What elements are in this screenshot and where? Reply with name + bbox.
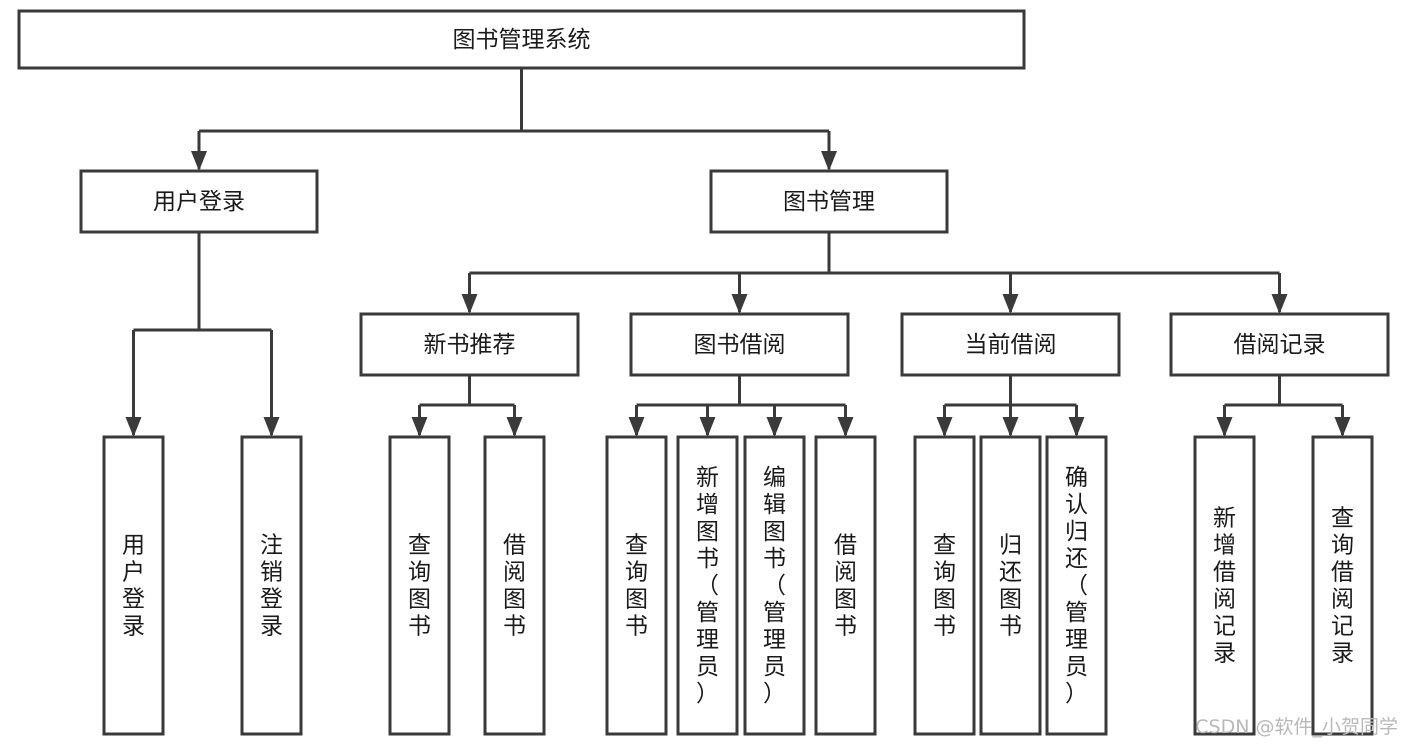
- node-label: 注销登录: [260, 533, 283, 640]
- root-node-book-management-system[interactable]: 图书管理系统: [17, 9, 1026, 70]
- node-label: 图书管理: [783, 189, 875, 215]
- node-box[interactable]: [1045, 435, 1108, 736]
- node-label: 新书推荐: [424, 332, 516, 358]
- node-label: 当前借阅: [965, 332, 1057, 358]
- node-label: 新增图书（管理员）: [696, 465, 719, 707]
- arrow-head-icon: [1334, 417, 1351, 437]
- level2-node[interactable]: 图书管理: [709, 169, 949, 234]
- node-label: 图书借阅: [694, 332, 786, 358]
- arrow-head-icon: [125, 417, 142, 437]
- leaf-node[interactable]: 查询图书: [388, 435, 451, 736]
- csdn-watermark: CSDN @软件_小贺同学: [1195, 716, 1398, 738]
- arrow-head-icon: [731, 294, 748, 314]
- leaf-node[interactable]: 注销登录: [240, 435, 303, 736]
- leaf-node[interactable]: 借阅图书: [483, 435, 546, 736]
- node-box[interactable]: [979, 435, 1042, 736]
- leaf-node[interactable]: 查询借阅记录: [1311, 435, 1374, 736]
- arrow-head-icon: [1068, 417, 1085, 437]
- node-box[interactable]: [1311, 435, 1374, 736]
- leaf-node[interactable]: 查询图书: [605, 435, 668, 736]
- node-box[interactable]: [629, 312, 850, 377]
- arrow-head-icon: [699, 417, 716, 437]
- arrow-head-icon: [936, 417, 953, 437]
- level2-node[interactable]: 用户登录: [79, 169, 319, 234]
- level3-node[interactable]: 借阅记录: [1169, 312, 1390, 377]
- arrow-head-icon: [1271, 294, 1288, 314]
- node-box[interactable]: [79, 169, 319, 234]
- node-box[interactable]: [900, 312, 1121, 377]
- arrow-head-icon: [628, 417, 645, 437]
- leaf-node[interactable]: 查询图书: [913, 435, 976, 736]
- node-label: 确认归还（管理员）: [1065, 465, 1088, 707]
- node-label: 借阅记录: [1234, 332, 1326, 358]
- node-box[interactable]: [676, 435, 739, 736]
- arrow-head-icon: [411, 417, 428, 437]
- node-label: 查询图书: [625, 533, 648, 640]
- arrow-head-icon: [461, 294, 478, 314]
- arrow-head-icon: [506, 417, 523, 437]
- node-label: 归还图书: [999, 533, 1022, 640]
- arrow-head-icon: [1002, 417, 1019, 437]
- arrow-head-icon: [263, 417, 280, 437]
- diagram-nodes: 图书管理系统用户登录图书管理新书推荐图书借阅当前借阅借阅记录用户登录注销登录查询…: [17, 9, 1390, 736]
- node-box[interactable]: [814, 435, 877, 736]
- arrow-head-icon: [837, 417, 854, 437]
- arrow-head-icon: [821, 151, 837, 171]
- node-box[interactable]: [605, 435, 668, 736]
- arrow-head-icon: [766, 417, 783, 437]
- arrow-head-icon: [1216, 417, 1233, 437]
- node-box[interactable]: [102, 435, 165, 736]
- leaf-node[interactable]: 新增借阅记录: [1193, 435, 1256, 736]
- node-label: 查询借阅记录: [1331, 506, 1354, 667]
- leaf-node[interactable]: 用户登录: [102, 435, 165, 736]
- leaf-node[interactable]: 确认归还（管理员）: [1045, 435, 1108, 736]
- arrow-head-icon: [191, 151, 207, 171]
- node-box[interactable]: [483, 435, 546, 736]
- node-box[interactable]: [1169, 312, 1390, 377]
- node-label: 借阅图书: [503, 533, 526, 640]
- node-box[interactable]: [913, 435, 976, 736]
- arrow-head-icon: [1002, 294, 1019, 314]
- node-label: 用户登录: [153, 189, 245, 215]
- node-box[interactable]: [17, 9, 1026, 70]
- node-box[interactable]: [240, 435, 303, 736]
- connector-edges: [125, 68, 1351, 437]
- level3-node[interactable]: 新书推荐: [359, 312, 580, 377]
- node-label: 图书管理系统: [453, 27, 591, 53]
- leaf-node[interactable]: 新增图书（管理员）: [676, 435, 739, 736]
- node-box[interactable]: [1193, 435, 1256, 736]
- leaf-node[interactable]: 编辑图书（管理员）: [743, 435, 806, 736]
- node-label: 查询图书: [933, 533, 956, 640]
- node-label: 用户登录: [122, 533, 145, 640]
- node-box[interactable]: [388, 435, 451, 736]
- node-label: 借阅图书: [834, 533, 857, 640]
- node-label: 编辑图书（管理员）: [763, 465, 786, 707]
- node-label: 新增借阅记录: [1213, 506, 1236, 667]
- node-box[interactable]: [359, 312, 580, 377]
- level3-node[interactable]: 当前借阅: [900, 312, 1121, 377]
- level3-node[interactable]: 图书借阅: [629, 312, 850, 377]
- leaf-node[interactable]: 借阅图书: [814, 435, 877, 736]
- node-label: 查询图书: [408, 533, 431, 640]
- node-box[interactable]: [743, 435, 806, 736]
- leaf-node[interactable]: 归还图书: [979, 435, 1042, 736]
- node-box[interactable]: [709, 169, 949, 234]
